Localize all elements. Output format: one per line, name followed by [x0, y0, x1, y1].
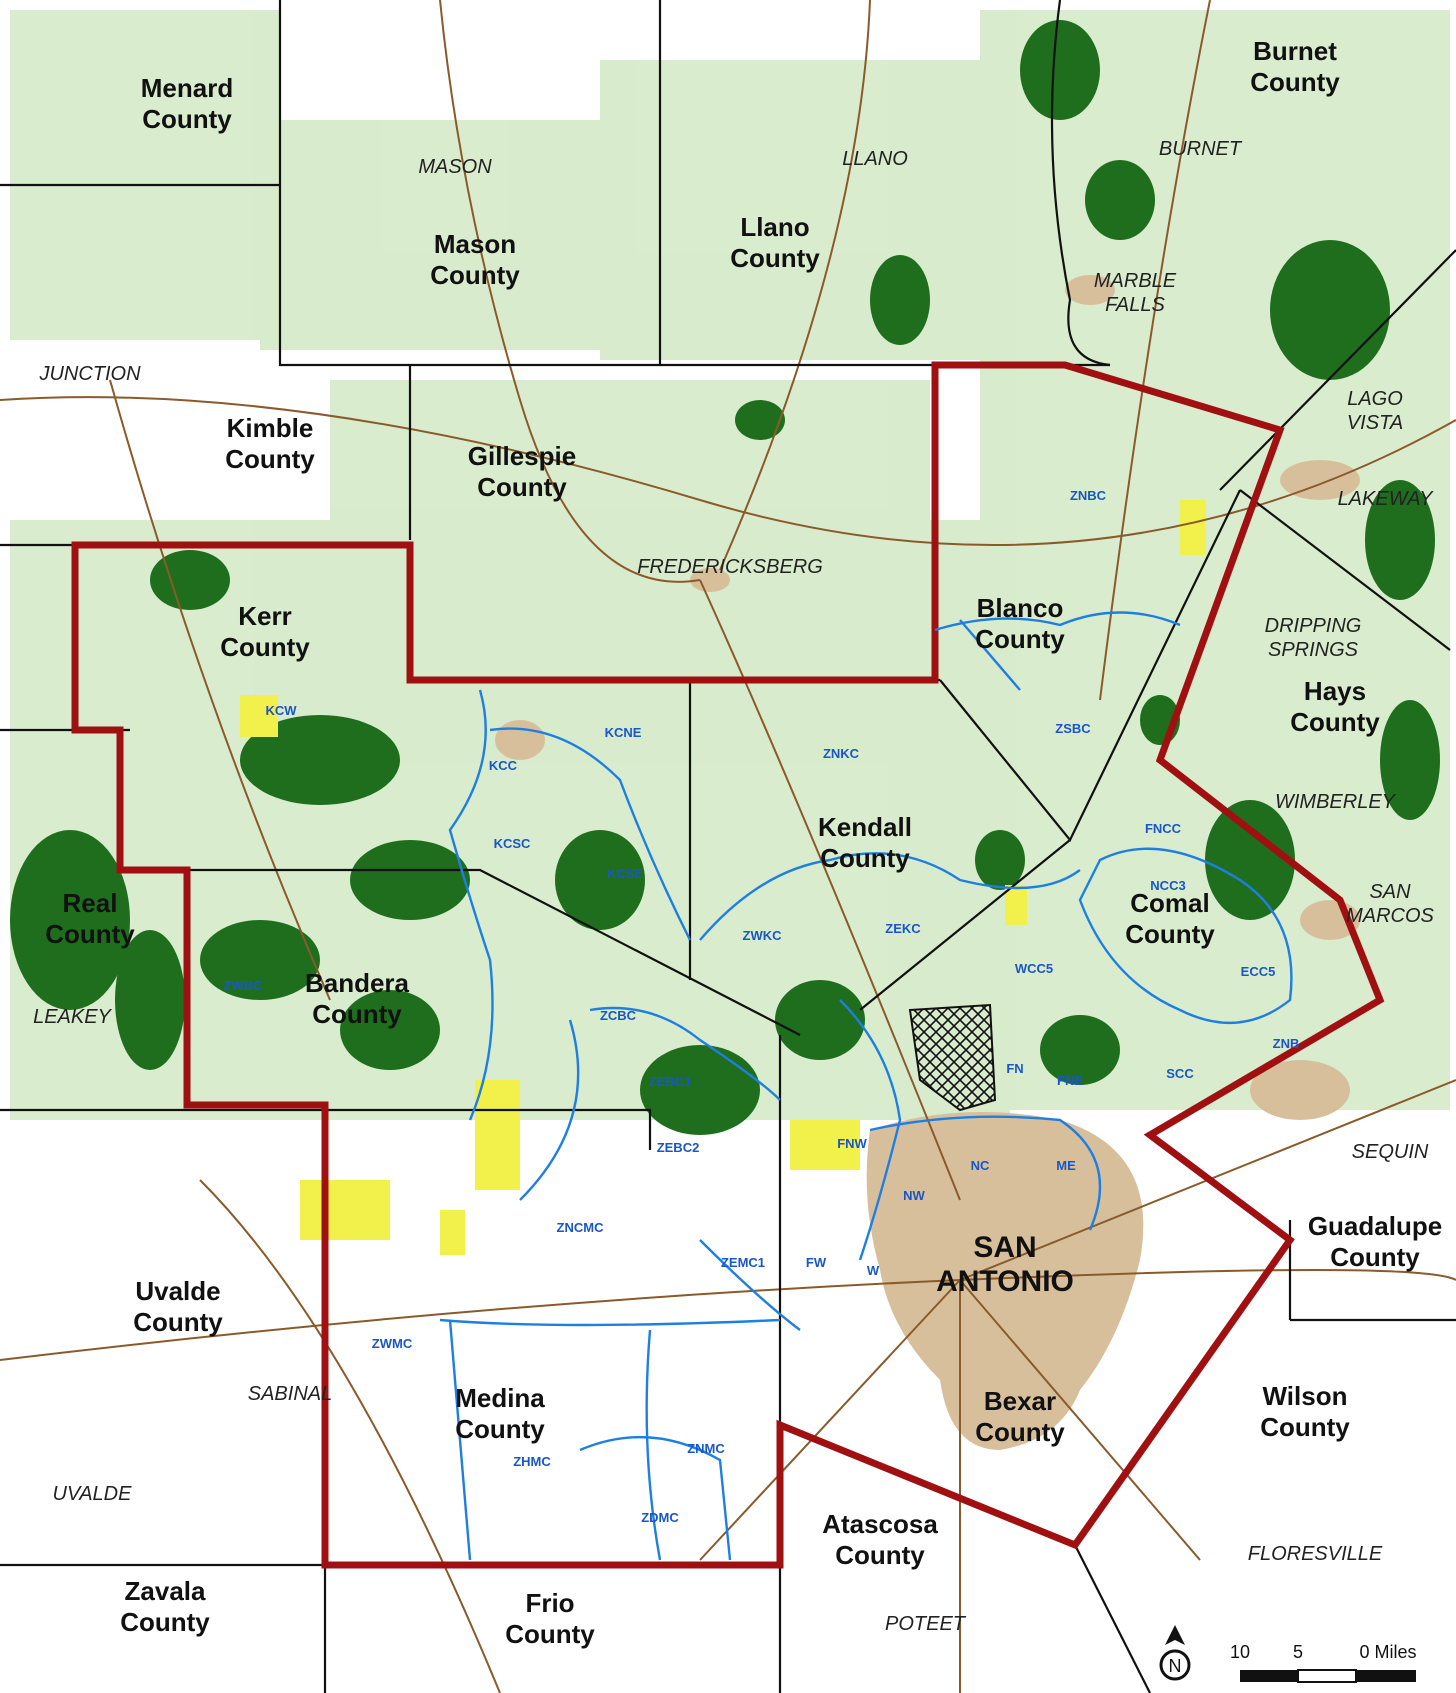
hatched-area	[908, 1003, 997, 1112]
zone-label-w: W	[867, 1263, 880, 1278]
zone-label-kcne: KCNE	[605, 725, 642, 740]
city-label-uvalde: UVALDE	[53, 1483, 133, 1505]
zone-label-zemc1: ZEMC1	[721, 1255, 765, 1270]
zone-boundaries	[439, 611, 1293, 1561]
city-label-poteet: POTEET	[885, 1613, 967, 1635]
urban-layer	[495, 275, 1360, 1450]
zone-label-wcc5: WCC5	[1015, 961, 1053, 976]
scale-label-0-miles: 0 Miles	[1359, 1642, 1416, 1662]
zone-label-me: ME	[1056, 1158, 1076, 1173]
north-arrow-label: N	[1169, 1656, 1182, 1676]
zone-label-fne: FNE	[1057, 1073, 1083, 1088]
city-label-floresville: FLORESVILLE	[1248, 1543, 1383, 1565]
scale-bar: 10 5 0 Miles	[1230, 1642, 1417, 1683]
zone-label-znkc: ZNKC	[823, 746, 860, 761]
zone-label-fw: FW	[806, 1255, 827, 1270]
zone-label-kcsc: KCSC	[494, 836, 531, 851]
zone-label-nw: NW	[903, 1188, 925, 1203]
zone-label-zekc: ZEKC	[885, 921, 921, 936]
city-label-sequin: SEQUIN	[1352, 1141, 1429, 1163]
zone-label-zdmc: ZDMC	[641, 1510, 679, 1525]
city-label-lakeway: LAKEWAY	[1338, 488, 1435, 510]
city-label-fredericksberg: FREDERICKSBERG	[637, 556, 823, 578]
yellow-patch-layer	[240, 500, 1206, 1255]
zone-label-zcbc: ZCBC	[600, 1008, 637, 1023]
city-label-junction: JUNCTION	[38, 363, 141, 385]
zone-label-fnw: FNW	[837, 1136, 867, 1151]
zone-label-ecc5: ECC5	[1241, 964, 1276, 979]
zone-label-kcc: KCC	[489, 758, 518, 773]
north-arrow-icon: N	[1159, 1625, 1191, 1681]
zone-label-znmc: ZNMC	[687, 1441, 725, 1456]
city-label-sabinal: SABINAL	[248, 1383, 332, 1405]
scale-label-5: 5	[1293, 1642, 1303, 1662]
zone-label-zwbc: ZWBC	[224, 978, 264, 993]
zone-label-zebc1: ZEBC1	[649, 1074, 692, 1089]
zone-label-znbc: ZNBC	[1070, 488, 1107, 503]
zone-label-zwmc: ZWMC	[372, 1336, 413, 1351]
zone-label-zhmc: ZHMC	[513, 1454, 551, 1469]
scale-label-10: 10	[1230, 1642, 1250, 1662]
zone-label-fn: FN	[1006, 1061, 1023, 1076]
habitat-dark-layer	[10, 20, 1440, 1135]
zone-label-zwkc: ZWKC	[743, 928, 783, 943]
zone-label-scc: SCC	[1166, 1066, 1194, 1081]
zone-label-kcw: KCW	[265, 703, 297, 718]
city-label-burnet: BURNET	[1159, 138, 1243, 160]
zone-label-zebc2: ZEBC2	[657, 1140, 700, 1155]
city-label-llano: LLANO	[842, 148, 908, 170]
zone-label-nc: NC	[971, 1158, 990, 1173]
study-area-boundary	[71, 361, 1385, 1569]
city-label-mason: MASON	[418, 156, 492, 178]
zone-label-fncc: FNCC	[1145, 821, 1182, 836]
city-label-wimberley: WIMBERLEY	[1275, 791, 1397, 813]
city-label-leakey: LEAKEY	[33, 1006, 112, 1028]
zone-label-zsbc: ZSBC	[1055, 721, 1091, 736]
zone-label-kcse: KCSE	[607, 866, 643, 881]
zone-label-zncmc: ZNCMC	[557, 1220, 605, 1235]
zone-label-znb: ZNB	[1273, 1036, 1300, 1051]
zone-label-ncc3: NCC3	[1150, 878, 1185, 893]
